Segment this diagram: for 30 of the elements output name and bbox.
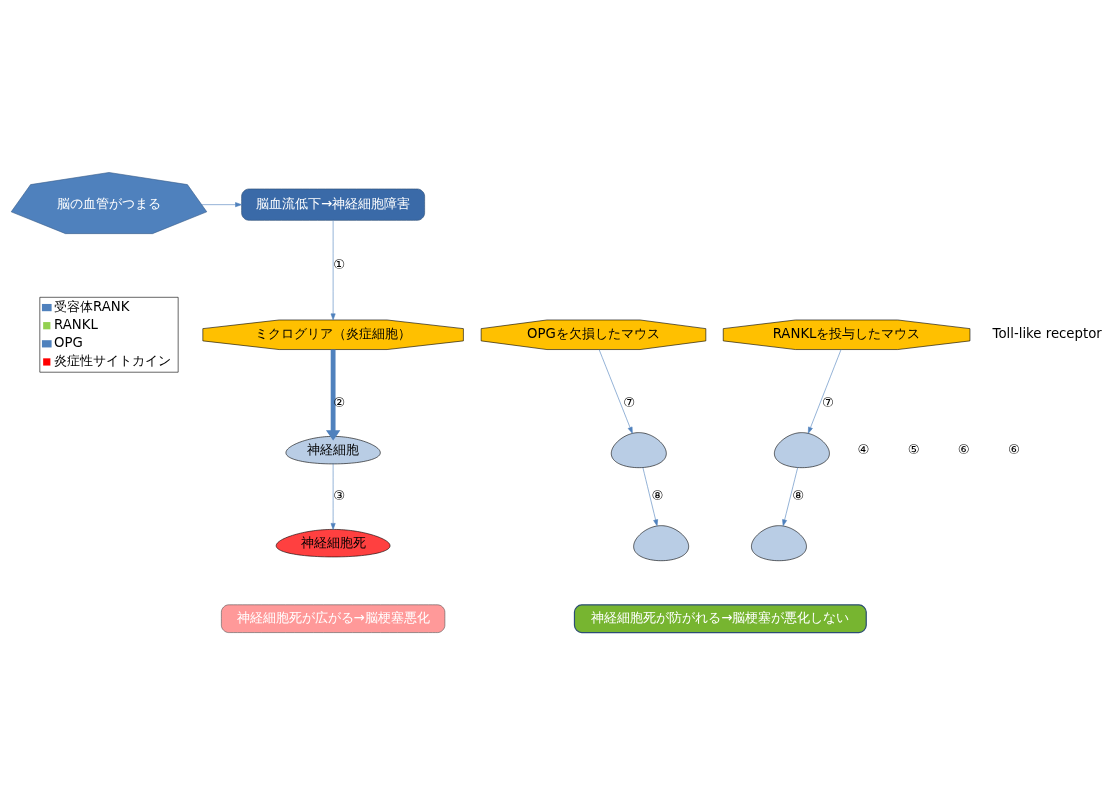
node-box: 脳血流低下→神経細胞障害 <box>241 188 425 221</box>
label: ⑥ <box>957 441 970 457</box>
label: ⑤ <box>907 441 920 457</box>
edge-label: ⑧ <box>792 487 805 503</box>
edge-label: ⑦ <box>623 394 636 410</box>
arrow <box>807 348 842 434</box>
node-box: 神経細胞死が防がれる→脳梗塞が悪化しない <box>573 603 867 633</box>
node-picture <box>751 524 807 561</box>
node-picture <box>633 524 689 561</box>
arrow <box>330 219 336 320</box>
edge-label: ① <box>333 256 346 272</box>
node-picture <box>774 431 830 468</box>
legend-label: 受容体RANK <box>54 298 130 314</box>
node-box: 神経細胞死が広がる→脳梗塞悪化 <box>221 604 446 633</box>
arrow <box>642 466 658 526</box>
node-picture <box>611 431 667 468</box>
label: ⑥ <box>1007 441 1020 457</box>
edge-label: ⑦ <box>821 394 834 410</box>
arrow <box>782 466 798 526</box>
legend-label: 炎症性サイトカイン <box>54 352 172 368</box>
arrow <box>598 348 633 434</box>
arrow <box>330 463 336 530</box>
label: Toll-like receptor <box>992 325 1102 341</box>
label: ④ <box>857 441 870 457</box>
edge-label: ⑧ <box>651 487 664 503</box>
arrow <box>201 201 242 207</box>
edge-label: ③ <box>333 487 346 503</box>
arrow <box>325 349 341 441</box>
legend-label: RANKL <box>54 316 98 332</box>
legend-label: OPG <box>54 334 83 350</box>
